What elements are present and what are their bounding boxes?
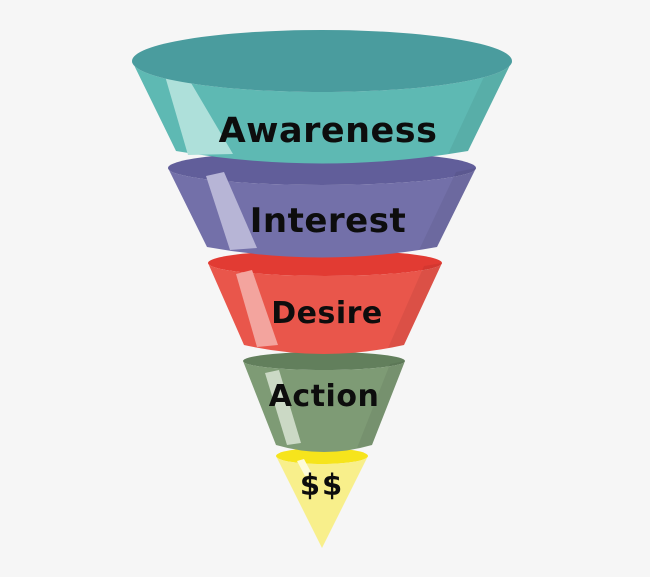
funnel-stage-revenue: $$ bbox=[276, 448, 368, 548]
stage-label: Awareness bbox=[219, 111, 438, 151]
stage-highlight bbox=[265, 370, 301, 445]
stage-right-shade bbox=[419, 168, 476, 250]
stage-top-ellipse bbox=[243, 352, 405, 370]
stage-body bbox=[132, 61, 512, 164]
stage-label: $$ bbox=[300, 468, 344, 502]
stage-right-shade bbox=[388, 263, 442, 348]
stage-highlight bbox=[165, 71, 233, 155]
funnel-stage-interest: Interest bbox=[168, 151, 476, 258]
stage-top-ellipse bbox=[132, 30, 512, 92]
stage-label: Desire bbox=[271, 296, 383, 331]
stage-top-ellipse bbox=[276, 448, 368, 464]
stage-body bbox=[276, 456, 368, 548]
stage-right-shade bbox=[357, 361, 405, 448]
funnel-stage-desire: Desire bbox=[208, 250, 442, 354]
funnel-stage-awareness: Awareness bbox=[132, 30, 512, 164]
stage-top-ellipse bbox=[208, 250, 442, 276]
stage-right-shade bbox=[448, 61, 512, 154]
stage-highlight bbox=[297, 459, 312, 476]
stage-label: Interest bbox=[250, 201, 407, 241]
stage-highlight bbox=[206, 172, 257, 250]
funnel-stage-action: Action bbox=[243, 352, 405, 452]
stage-label: Action bbox=[269, 379, 380, 414]
stage-highlight bbox=[236, 270, 278, 347]
